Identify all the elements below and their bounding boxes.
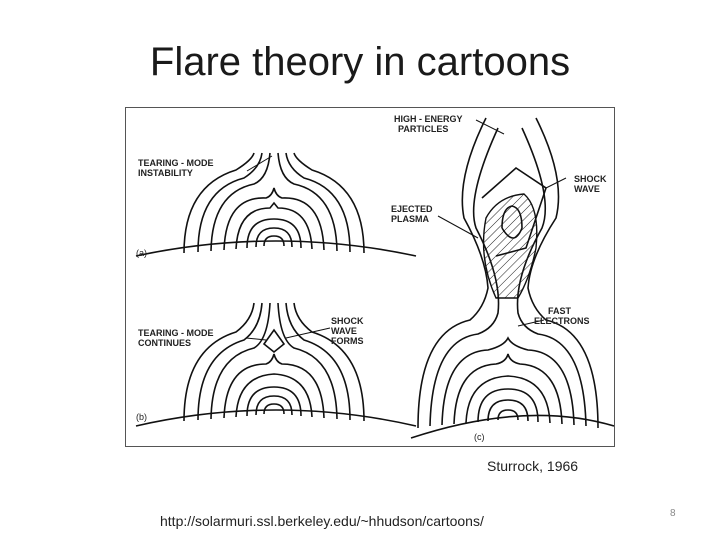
panel-c-shock-line1: SHOCK bbox=[574, 174, 607, 184]
panel-c-fast-line2: ELECTRONS bbox=[534, 316, 590, 326]
figure-citation: Sturrock, 1966 bbox=[487, 458, 579, 474]
arcade-loops-a bbox=[223, 187, 325, 251]
photosphere-c bbox=[410, 414, 614, 439]
panel-b-shock-line2: WAVE bbox=[331, 326, 357, 336]
panel-a-label-line2: INSTABILITY bbox=[138, 168, 193, 178]
panel-b-tag: (b) bbox=[136, 412, 147, 422]
panel-c-high-energy-line2: PARTICLES bbox=[398, 124, 448, 134]
photosphere-a bbox=[135, 240, 417, 257]
panel-b-label-line2: CONTINUES bbox=[138, 338, 191, 348]
panel-a: TEARING - MODE INSTABILITY (a) bbox=[135, 152, 417, 258]
panel-a-label-line1: TEARING - MODE bbox=[138, 158, 214, 168]
panel-c-fast-line1: FAST bbox=[548, 306, 572, 316]
panel-b-shock-line3: FORMS bbox=[331, 336, 364, 346]
panel-c-tag: (c) bbox=[474, 432, 485, 442]
pointer-line-a bbox=[246, 155, 273, 172]
shock-wave-b bbox=[262, 328, 286, 354]
arcade-loops-b bbox=[223, 353, 325, 419]
pointer-high-energy bbox=[475, 119, 505, 135]
arcade-loops-c bbox=[441, 336, 575, 426]
panel-b-label-line1: TEARING - MODE bbox=[138, 328, 214, 338]
panel-c-shock-line2: WAVE bbox=[574, 184, 600, 194]
panel-b-shock-line1: SHOCK bbox=[331, 316, 364, 326]
open-field-lines-a bbox=[183, 152, 365, 254]
panel-c-ejected-line2: PLASMA bbox=[391, 214, 430, 224]
pointer-line-b2 bbox=[285, 327, 331, 339]
page-number: 8 bbox=[670, 508, 676, 519]
open-field-lines-b bbox=[183, 302, 365, 422]
pointer-shock-wave bbox=[545, 177, 567, 189]
ejected-plasma bbox=[482, 193, 538, 299]
flare-cartoon-diagram: TEARING - MODE INSTABILITY (a) bbox=[135, 114, 614, 442]
panel-b: TEARING - MODE CONTINUES SHOCK WAVE FORM… bbox=[135, 302, 417, 427]
pointer-fast bbox=[517, 319, 545, 327]
source-url[interactable]: http://solarmuri.ssl.berkeley.edu/~hhuds… bbox=[160, 513, 484, 529]
photosphere-b bbox=[135, 409, 417, 427]
open-field-lines-c bbox=[417, 117, 599, 429]
panel-c-ejected-line1: EJECTED bbox=[391, 204, 433, 214]
inner-loop-c bbox=[501, 205, 523, 239]
slide-title: Flare theory in cartoons bbox=[149, 40, 571, 84]
panel-c: HIGH - ENERGY PARTICLES SHOCK WAVE EJECT… bbox=[391, 114, 614, 442]
pointer-ejected bbox=[437, 215, 479, 239]
panel-c-high-energy-line1: HIGH - ENERGY bbox=[394, 114, 463, 124]
pointer-line-b1 bbox=[245, 337, 267, 341]
flare-cartoon-figure: TEARING - MODE INSTABILITY (a) bbox=[125, 107, 615, 447]
panel-a-tag: (a) bbox=[136, 248, 147, 258]
